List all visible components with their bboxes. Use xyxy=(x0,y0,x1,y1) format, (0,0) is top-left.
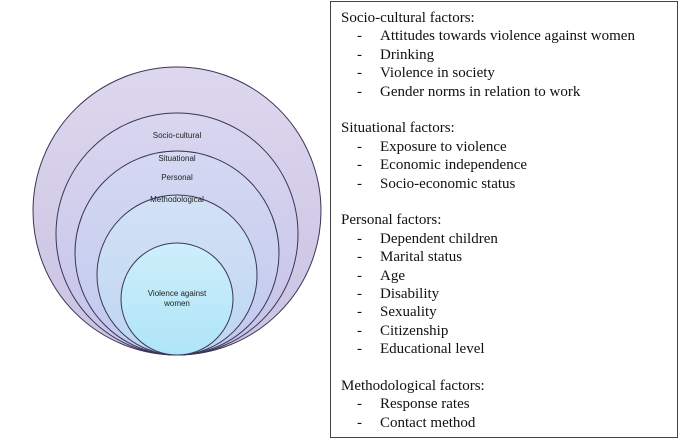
factors-list-box: Socio-cultural factors: - Attitudes toward… xyxy=(330,1,678,438)
factor-item: - Response rates xyxy=(341,395,677,413)
factor-group-title: Personal factors: xyxy=(341,212,442,229)
center-label-line: Violence against xyxy=(148,289,207,298)
bullet-dash: - xyxy=(357,396,362,413)
factor-item-text: Socio-economic status xyxy=(380,175,516,192)
rings-svg: Socio-culturalSituationalPersonalMethodo… xyxy=(32,66,322,356)
factor-item-text: Gender norms in relation to work xyxy=(380,83,581,100)
factor-item-text: Drinking xyxy=(380,46,435,63)
bullet-dash: - xyxy=(357,286,362,303)
bullet-dash: - xyxy=(357,28,362,45)
bullet-dash: - xyxy=(357,65,362,82)
factor-item-text: Educational level xyxy=(380,341,485,358)
factor-item-text: Economic independence xyxy=(380,157,528,174)
factor-item: - Dependent children xyxy=(341,230,677,248)
factor-item: - Socio-economic status xyxy=(341,175,677,193)
bullet-dash: - xyxy=(357,341,362,358)
bullet-dash: - xyxy=(357,157,362,174)
factor-item: - Economic independence xyxy=(341,156,677,174)
factor-item-text: Contact method xyxy=(380,414,476,431)
factor-item: - Citizenship xyxy=(341,322,677,340)
ring-label-situational: Situational xyxy=(158,154,196,163)
factor-item: - Gender norms in relation to work xyxy=(341,83,677,101)
factor-item: - Violence in society xyxy=(341,64,677,82)
bullet-dash: - xyxy=(357,249,362,266)
factor-item-text: Violence in society xyxy=(380,65,495,82)
factor-item: - Attitudes towards violence against wome… xyxy=(341,27,677,45)
factor-item: - Exposure to violence xyxy=(341,138,677,156)
bullet-dash: - xyxy=(357,304,362,321)
factor-item-text: Response rates xyxy=(380,396,470,413)
bullet-dash: - xyxy=(357,138,362,155)
bullet-dash: - xyxy=(357,83,362,100)
factor-item: - Drinking xyxy=(341,46,677,64)
ring-label-personal: Personal xyxy=(161,173,193,182)
factor-item-text: Citizenship xyxy=(380,322,449,339)
factor-item-text: Attitudes towards violence against women xyxy=(380,28,635,45)
bullet-dash: - xyxy=(357,267,362,284)
factor-item: - Sexuality xyxy=(341,303,677,321)
bullet-dash: - xyxy=(357,414,362,431)
factor-item: - Contact method xyxy=(341,414,677,432)
bullet-dash: - xyxy=(357,230,362,247)
bullet-dash: - xyxy=(357,46,362,63)
factor-group-title: Situational factors: xyxy=(341,120,455,137)
bullet-dash: - xyxy=(357,322,362,339)
factor-group: Socio-cultural factors: - Attitudes toward… xyxy=(341,9,677,101)
factor-group-title: Socio-cultural factors: xyxy=(341,10,475,26)
factor-item-text: Marital status xyxy=(380,249,463,266)
factor-group: Personal factors:-Dependent children-Mar… xyxy=(341,211,677,358)
factor-item-text: Sexuality xyxy=(380,304,437,321)
ring-label-methodological: Methodological xyxy=(150,195,204,204)
factor-group-title: Methodological factors: xyxy=(341,378,485,395)
center-label-line: women xyxy=(163,299,190,308)
factor-item-text: Disability xyxy=(380,286,440,303)
factor-item: - Disability xyxy=(341,285,677,303)
bullet-dash: - xyxy=(357,175,362,192)
factor-item: - Age xyxy=(341,267,677,285)
ring-violence-against-women-circle xyxy=(120,242,234,356)
factor-item-text: Age xyxy=(380,267,405,284)
factor-group: Methodological factors:-Response rates-C… xyxy=(341,377,677,432)
factor-item: - Educational level xyxy=(341,340,677,358)
factor-group: Situational factors:-Exposure to violenc… xyxy=(341,119,677,193)
factor-item: - Marital status xyxy=(341,248,677,266)
factor-item-text: Dependent children xyxy=(380,230,498,247)
ring-label-socio-cultural: Socio-cultural xyxy=(153,131,202,140)
factor-item-text: Exposure to violence xyxy=(380,138,507,155)
